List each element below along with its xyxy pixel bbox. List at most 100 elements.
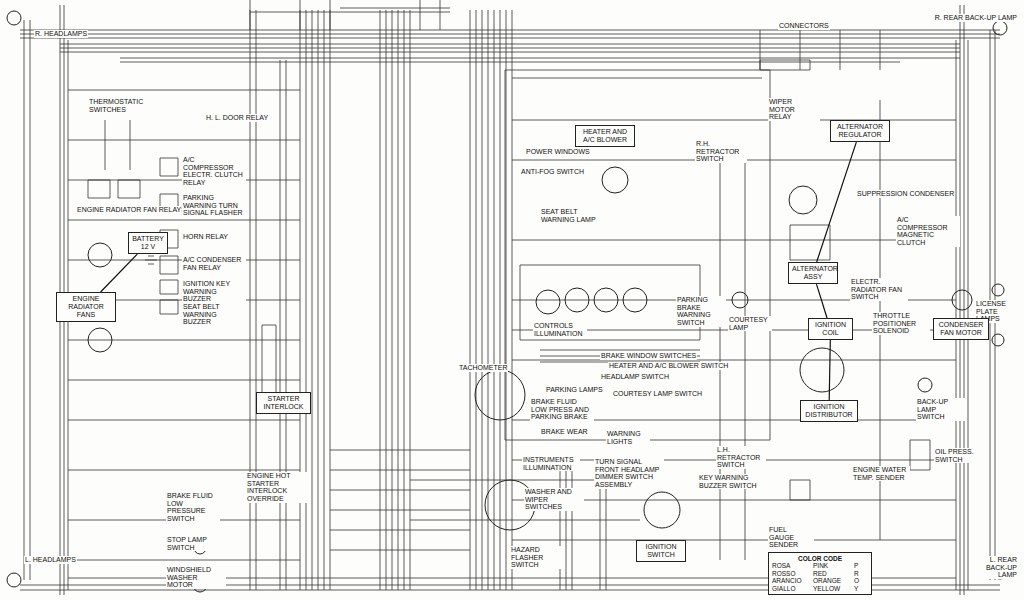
part-label: L. REAR BACK-UP LAMP: [970, 556, 1018, 579]
alternator-symbol: [789, 186, 817, 214]
label-text: PARKING LAMPS: [546, 386, 603, 393]
label-text: R. REAR BACK-UP LAMP: [935, 14, 1017, 21]
part-label: FUEL GAUGE SENDER: [768, 526, 814, 549]
label-text: ENGINE HOT STARTER INTERLOCK OVERRIDE: [247, 472, 290, 502]
part-label: THERMOSTATIC SWITCHES: [88, 98, 150, 113]
table-cell: O: [854, 577, 868, 584]
switch-symbol: [918, 378, 932, 392]
part-label: POWER WINDOWS: [525, 148, 591, 156]
headlamp-symbol: [7, 11, 21, 25]
label-text: A/C CONDENSER FAN RELAY: [183, 256, 241, 271]
part-label: BRAKE FLUID LOW PRESSURE SWITCH: [166, 492, 220, 523]
part-label: ENGINE WATER TEMP. SENDER: [852, 466, 910, 481]
component-name: HEATER AND A/C BLOWER: [583, 128, 627, 143]
part-label: PARKING LAMPS: [545, 386, 604, 394]
wire-connector: [829, 340, 830, 400]
part-label: BRAKE WINDOW SWITCHES: [600, 352, 697, 360]
table-cell: YELLOW: [813, 585, 851, 592]
component-box: STARTER INTERLOCK: [256, 392, 311, 414]
component-box: ALTERNATOR ASSY: [788, 262, 838, 284]
component-box: BATTERY 12 V: [128, 232, 168, 254]
label-text: L.H. RETRACTOR SWITCH: [717, 446, 760, 468]
label-text: ELECTR. RADIATOR FAN SWITCH: [851, 278, 902, 300]
component-box: IGNITION DISTRIBUTOR: [800, 400, 858, 422]
label-text: A/C COMPRESSOR MAGNETIC CLUTCH: [897, 216, 948, 246]
label-text: L. REAR BACK-UP LAMP: [986, 556, 1017, 578]
part-label: SEAT BELT WARNING BUZZER: [182, 303, 246, 326]
part-label: BRAKE WEAR: [540, 428, 589, 436]
label-text: BRAKE WINDOW SWITCHES: [601, 352, 696, 359]
gauge-symbol: [565, 288, 589, 312]
radiator-fan-symbol: [88, 243, 112, 267]
label-text: INSTRUMENTS ILLUMINATION: [523, 456, 574, 471]
part-label: WASHER AND WIPER SWITCHES: [524, 488, 584, 511]
component-name: ALTERNATOR ASSY: [792, 265, 838, 280]
part-label: CONNECTORS: [778, 22, 830, 30]
part-label: A/C CONDENSER FAN RELAY: [182, 256, 246, 271]
part-label: WINDSHIELD WASHER MOTOR: [166, 566, 226, 589]
label-text: THERMOSTATIC SWITCHES: [89, 98, 143, 113]
table-cell: Y: [854, 585, 868, 592]
part-label: ELECTR. RADIATOR FAN SWITCH: [850, 278, 908, 301]
component-name: IGNITION SWITCH: [645, 543, 676, 558]
label-text: SUPPRESSION CONDENSER: [857, 190, 954, 197]
part-label: PARKING BRAKE WARNING SWITCH: [676, 296, 726, 327]
component-box: ALTERNATOR REGULATOR: [830, 120, 890, 142]
color-code-table: COLOR CODEROSAPINKPROSSOREDRARANCIOORANG…: [768, 552, 872, 595]
label-text: A/C COMPRESSOR ELECTR. CLUTCH RELAY: [183, 156, 243, 186]
part-label: COURTESY LAMP: [728, 316, 772, 331]
label-text: PARKING BRAKE WARNING SWITCH: [677, 296, 711, 326]
component-box: ENGINE RADIATOR FANS: [56, 292, 116, 322]
label-text: TACHOMETER: [459, 364, 507, 371]
label-text: FUEL GAUGE SENDER: [769, 526, 798, 548]
label-text: BRAKE FLUID LOW PRESSURE SWITCH: [167, 492, 213, 522]
component-box: CONDENSER FAN MOTOR: [933, 318, 989, 340]
part-label: PARKING WARNING TURN SIGNAL FLASHER: [182, 194, 246, 217]
part-label: THROTTLE POSITIONER SOLENOID: [872, 312, 930, 335]
wire-connector: [817, 142, 857, 262]
wire-connector: [816, 284, 827, 318]
component-box: HEATER AND A/C BLOWER: [575, 125, 635, 147]
label-text: POWER WINDOWS: [526, 148, 590, 155]
part-label: HEADLAMP SWITCH: [600, 373, 670, 381]
label-text: COURTESY LAMP SWITCH: [613, 390, 702, 397]
table-cell: R: [854, 570, 868, 577]
part-label: SEAT BELT WARNING LAMP: [540, 208, 602, 223]
label-text: HEATER AND A/C BLOWER SWITCH: [609, 362, 728, 369]
right-branches: [512, 30, 995, 580]
part-label: HEATER AND A/C BLOWER SWITCH: [608, 362, 729, 370]
component-symbols: [7, 11, 1007, 592]
label-text: IGNITION KEY WARNING BUZZER: [183, 280, 230, 302]
label-text: WASHER AND WIPER SWITCHES: [525, 488, 572, 510]
table-cell: ROSA: [772, 562, 810, 569]
tachometer-symbol: [475, 370, 525, 420]
label-text: BRAKE WEAR: [541, 428, 588, 435]
part-label: INSTRUMENTS ILLUMINATION: [522, 456, 580, 471]
component-name: IGNITION COIL: [815, 321, 846, 336]
table-cell: ARANCIO: [772, 577, 810, 584]
headlamp-symbol: [7, 573, 21, 587]
label-text: HAZARD FLASHER SWITCH: [511, 546, 543, 568]
part-label: SUPPRESSION CONDENSER: [856, 190, 955, 198]
component-name: BATTERY 12 V: [132, 235, 164, 250]
label-text: CONNECTORS: [779, 22, 829, 29]
label-text: STOP LAMP SWITCH: [167, 536, 207, 551]
connector-block: [262, 60, 810, 403]
top-bus: [20, 30, 1000, 62]
condenser-fan-symbol: [952, 290, 972, 310]
label-text: BRAKE FLUID LOW PRESS AND PARKING BRAKE: [531, 398, 589, 420]
lamp-symbol: [992, 334, 1004, 346]
label-text: H. L. DOOR RELAY: [206, 114, 268, 121]
gauge-symbol: [594, 288, 618, 312]
relay-boxes: [88, 120, 930, 500]
table-cell: ROSSO: [772, 570, 810, 577]
table-cell: ORANGE: [813, 577, 851, 584]
part-label: HORN RELAY: [182, 233, 229, 241]
component-name: ENGINE RADIATOR FANS: [68, 295, 104, 318]
part-label: OIL PRESS. SWITCH: [934, 448, 978, 463]
part-label: IGNITION KEY WARNING BUZZER: [182, 280, 246, 303]
part-label: TACHOMETER: [458, 364, 508, 372]
part-label: WIPER MOTOR RELAY: [768, 98, 820, 121]
table-cell: PINK: [813, 562, 851, 569]
